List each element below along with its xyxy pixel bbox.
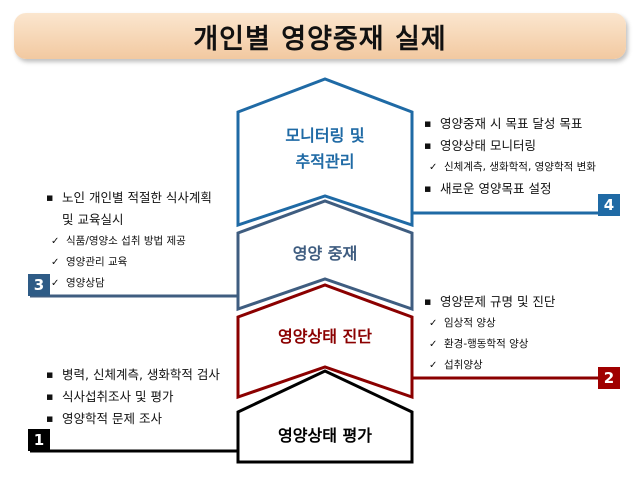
note-check-item: 신체계측, 생화학적, 영양학적 변화: [424, 157, 639, 178]
step-badge-3: 3: [28, 274, 50, 296]
note-bullet: 노인 개인별 적절한 식사계획: [46, 187, 236, 209]
stage-monitoring: 모니터링 및 추적관리: [285, 126, 365, 171]
note-bullet-continued: 및 교육실시: [62, 212, 124, 227]
note-check-item: 섭취양상: [424, 355, 634, 376]
note-check-item: 식품/영양소 섭취 방법 제공: [46, 231, 236, 252]
note-monitoring: 영양중재 시 목표 달성 목표 영양상태 모니터링 신체계측, 생화학적, 영양…: [424, 113, 639, 200]
stage-intervention: 영양 중재: [292, 244, 358, 263]
note-check-item: 영양관리 교육: [46, 252, 236, 273]
stage-diagnosis: 영양상태 진단: [278, 327, 372, 346]
note-assessment: 병력, 신체계측, 생화학적 검사 식사섭취조사 및 평가 영양학적 문제 조사: [46, 364, 241, 430]
note-bullet: 식사섭취조사 및 평가: [46, 386, 241, 408]
note-bullet: 새로운 영양목표 설정: [424, 178, 639, 200]
step-badge-1: 1: [28, 429, 50, 451]
stage-assessment: 영양상태 평가: [278, 426, 372, 445]
page-title: 개인별 영양중재 실제: [193, 23, 447, 55]
step-badge-4: 4: [598, 194, 620, 216]
note-bullet: 영양문제 규명 및 진단: [424, 291, 634, 313]
note-bullet: 병력, 신체계측, 생화학적 검사: [46, 364, 241, 386]
note-diagnosis: 영양문제 규명 및 진단 임상적 양상 환경-행동학적 양상 섭취양상: [424, 291, 634, 376]
stage-shape-assessment: [236, 369, 414, 464]
note-bullet: 영양상태 모니터링: [424, 135, 639, 157]
note-bullet: 영양학적 문제 조사: [46, 408, 241, 430]
title-banner: 개인별 영양중재 실제: [14, 13, 626, 59]
note-check-item: 환경-행동학적 양상: [424, 334, 634, 355]
step-badge-2: 2: [598, 367, 620, 389]
note-bullet: 영양중재 시 목표 달성 목표: [424, 113, 639, 135]
note-check-item: 영양상담: [46, 273, 236, 294]
stage-shape-intervention: [236, 199, 414, 312]
note-intervention: 노인 개인별 적절한 식사계획 및 교육실시 식품/영양소 섭취 방법 제공 영…: [46, 187, 236, 294]
stage-shape-monitoring: [236, 77, 414, 228]
note-check-item: 임상적 양상: [424, 313, 634, 334]
